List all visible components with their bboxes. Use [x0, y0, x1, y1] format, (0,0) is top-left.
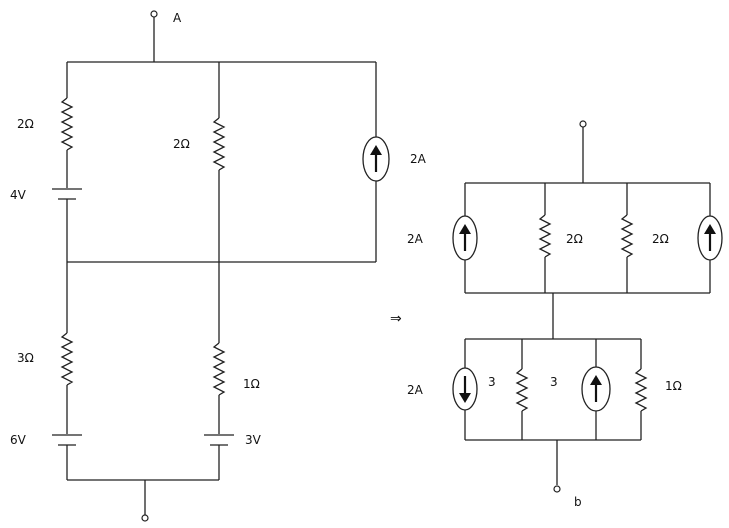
left-circuit: A 2Ω 4V 2Ω 2A 3Ω 6V	[10, 10, 427, 522]
resistor-2ohm-middle-label: 2Ω	[173, 137, 190, 151]
resistor-3-label-2: 3	[550, 375, 558, 389]
battery-6v-label: 6V	[10, 433, 27, 447]
resistor-2ohm-right-1	[538, 214, 552, 258]
arrowhead	[459, 224, 471, 234]
terminal-a-label: A	[173, 11, 182, 25]
battery-3v-label: 3V	[245, 433, 262, 447]
terminal-a	[150, 10, 158, 18]
resistor-3ohm	[60, 332, 74, 386]
right-circuit: 2A 2Ω 2Ω 2A 3 3	[407, 120, 723, 509]
current-source-2a-bottom-left-label: 2A	[407, 383, 424, 397]
terminal-bottom	[141, 514, 149, 522]
resistor-3-label-1: 3	[488, 375, 496, 389]
battery-4v-label: 4V	[10, 188, 27, 202]
arrowhead	[459, 393, 471, 403]
arrowhead	[370, 145, 382, 155]
terminal-b-label: b	[574, 495, 582, 509]
transform-arrow: ⇒	[390, 311, 402, 327]
resistor-3ohm-label: 3Ω	[17, 351, 34, 365]
terminal-top-right	[579, 120, 587, 128]
resistor-1ohm-label: 1Ω	[243, 377, 260, 391]
resistor-2ohm-right-1-label: 2Ω	[566, 232, 583, 246]
resistor-2ohm-right-2-label: 2Ω	[652, 232, 669, 246]
current-source-2a-top-left-label: 2A	[407, 232, 424, 246]
arrowhead	[590, 375, 602, 385]
resistor-2ohm-left	[60, 97, 74, 151]
resistor-1ohm-right-label: 1Ω	[665, 379, 682, 393]
resistor-3	[515, 368, 529, 412]
resistor-2ohm-middle	[212, 117, 226, 171]
current-source-2a-top-right-label: 2A	[410, 152, 427, 166]
resistor-1ohm	[212, 342, 226, 396]
terminal-b	[553, 485, 561, 493]
resistor-2ohm-left-label: 2Ω	[17, 117, 34, 131]
resistor-2ohm-right-2	[620, 214, 634, 258]
resistor-1ohm-right	[634, 368, 648, 412]
arrowhead	[704, 224, 716, 234]
